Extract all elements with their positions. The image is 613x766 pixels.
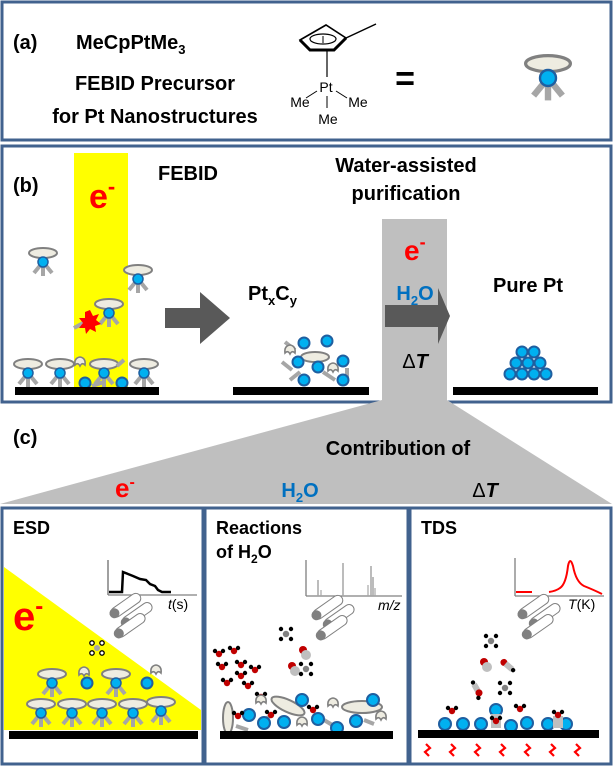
mass-spectrum-axis-label: m/z bbox=[378, 597, 401, 613]
structure-me-right: Me bbox=[348, 94, 368, 110]
electron-beam bbox=[74, 153, 128, 391]
step-electron-label: e- bbox=[404, 232, 426, 266]
precursor-description-line1: FEBID Precursor bbox=[75, 73, 235, 95]
contribution-title: Contribution of bbox=[326, 438, 471, 460]
step-heat-label: ΔT bbox=[402, 351, 429, 373]
impact-burst-icon bbox=[79, 310, 101, 334]
purification-arrow-icon bbox=[385, 288, 450, 344]
reactions-surface-layer bbox=[222, 693, 387, 735]
tds-spectrum-plot bbox=[514, 558, 604, 597]
panel-a-frame bbox=[0, 0, 613, 142]
panel-a-label: (a) bbox=[13, 32, 37, 54]
esd-signal-plot bbox=[107, 560, 197, 596]
pure-pt-label: Pure Pt bbox=[493, 275, 563, 297]
esd-substrate bbox=[9, 731, 198, 739]
tds-substrate bbox=[418, 730, 599, 738]
contribution-heat: ΔT bbox=[472, 480, 499, 502]
heat-waves-icon bbox=[423, 743, 582, 757]
structure-pt: Pt bbox=[319, 79, 332, 95]
tds-axis-label: T(K) bbox=[568, 596, 595, 612]
structure-me-left: Me bbox=[290, 94, 310, 110]
beam-electron-label: e- bbox=[89, 174, 115, 216]
precursor-description-line2: for Pt Nanostructures bbox=[52, 106, 258, 128]
reactions-substrate bbox=[220, 731, 393, 739]
esd-axis-label: t(s) bbox=[168, 596, 188, 612]
substrate-pure-pt bbox=[453, 387, 598, 395]
mass-spectrum-plot bbox=[305, 560, 402, 597]
structure-me-bottom: Me bbox=[318, 111, 338, 127]
febid-title: FEBID bbox=[158, 163, 218, 185]
step-water-label: H2O bbox=[396, 283, 433, 308]
chemical-structure: Pt Me Me Me bbox=[290, 23, 377, 127]
ptxcy-label: PtxCy bbox=[248, 283, 298, 308]
substrate-febid bbox=[15, 387, 159, 395]
febid-molecules bbox=[12, 246, 160, 390]
equals-sign: = bbox=[395, 60, 415, 98]
contribution-funnel bbox=[0, 219, 612, 504]
tds-surface-layer bbox=[438, 703, 573, 733]
process-arrow-icon bbox=[165, 292, 230, 344]
contribution-electron: e- bbox=[115, 473, 135, 503]
precursor-formula: MeCpPtMe3 bbox=[76, 32, 185, 57]
esd-title: ESD bbox=[13, 518, 50, 538]
substrate-ptxcy bbox=[233, 387, 369, 395]
reactions-title-line2: of H2O bbox=[216, 542, 272, 566]
reactions-title-line1: Reactions bbox=[216, 518, 302, 538]
ptxcy-deposit bbox=[280, 334, 350, 387]
panel-c-label: (c) bbox=[13, 427, 37, 449]
purification-title-line1: Water-assisted bbox=[335, 155, 477, 177]
tds-title: TDS bbox=[421, 518, 457, 538]
contribution-water: H2O bbox=[281, 480, 318, 505]
panel-b-label: (b) bbox=[13, 175, 39, 197]
esd-beam-electron: e- bbox=[13, 593, 43, 639]
purification-title-line2: purification bbox=[352, 183, 461, 205]
tds-desorbing-molecules bbox=[470, 633, 516, 701]
